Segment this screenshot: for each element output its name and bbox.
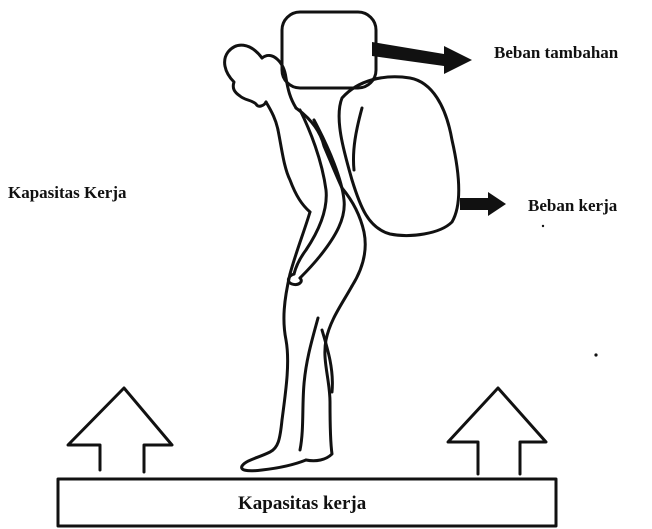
- additional-load-label: Beban tambahan: [494, 44, 618, 61]
- work-load-label: Beban kerja: [528, 197, 617, 214]
- person-figure: [225, 45, 366, 471]
- left-up-arrow: [68, 388, 172, 472]
- right-up-arrow: [448, 388, 546, 474]
- work-capacity-left-label: Kapasitas Kerja: [8, 184, 127, 201]
- pack-strap: [353, 108, 362, 170]
- work-capacity-base-label: Kapasitas kerja: [238, 494, 366, 513]
- speck: [594, 353, 597, 356]
- additional-load-arrow: [372, 42, 472, 74]
- additional-load-pack: [282, 12, 376, 88]
- speck: [542, 225, 544, 227]
- work-load-arrow: [460, 192, 506, 216]
